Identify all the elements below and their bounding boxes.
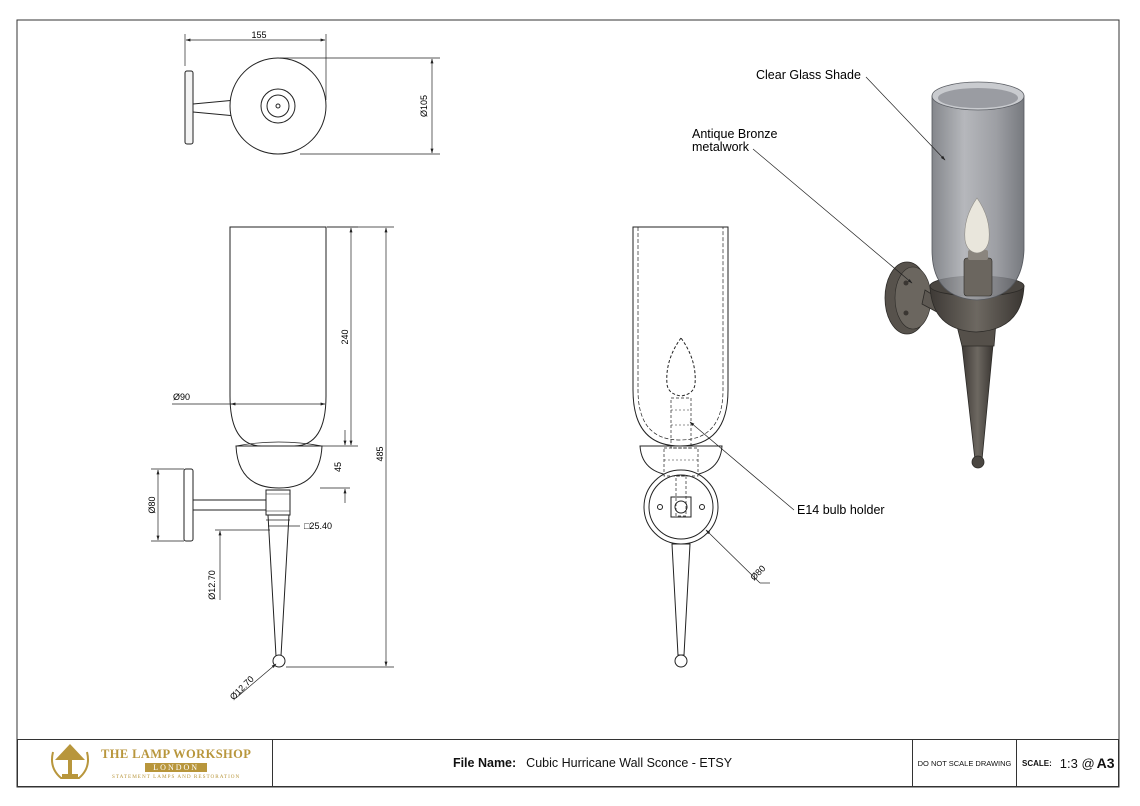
callout-bulb-holder: E14 bulb holder (797, 503, 885, 517)
dim-square-block: □25.40 (304, 521, 332, 531)
top-view (184, 34, 440, 155)
brand-tagline: STATEMENT LAMPS AND RESTORATION (112, 773, 241, 780)
dim-shade-diameter: Ø90 (173, 392, 190, 402)
file-name-label: File Name: (452, 756, 517, 770)
dim-cup-height: 45 (333, 462, 343, 472)
scale-value: 1:3 @ (1059, 755, 1095, 771)
lamp-logo-icon (51, 744, 89, 779)
dim-total-height: 485 (375, 446, 385, 461)
dim-backplate-diameter: Ø80 (147, 496, 157, 513)
dim-shade-height: 240 (340, 329, 350, 344)
callout-metal-line2: metalwork (692, 140, 750, 154)
dim-top-width: 155 (251, 30, 266, 40)
sheet-border (16, 19, 1120, 788)
sheet-size: A3 (1096, 755, 1115, 771)
scale-cell: SCALE: 1:3 @ A3 (1017, 739, 1119, 787)
callout-metal-line1: Antique Bronze (692, 127, 778, 141)
front-view (632, 226, 795, 668)
scale-label: SCALE: (1022, 758, 1052, 768)
brand-name: THE LAMP WORKSHOP (101, 746, 252, 761)
dim-finial-diameter: Ø12.70 (228, 674, 256, 702)
side-view (151, 226, 394, 699)
logo-cell: THE LAMP WORKSHOP LONDON STATEMENT LAMPS… (17, 739, 273, 787)
brand-lockup: THE LAMP WORKSHOP LONDON STATEMENT LAMPS… (101, 747, 251, 780)
dim-front-backplate-diameter: Ø80 (748, 563, 767, 582)
file-name-cell: File Name: Cubic Hurricane Wall Sconce -… (273, 739, 913, 787)
callout-glass-shade: Clear Glass Shade (756, 68, 861, 82)
do-not-scale-note: DO NOT SCALE DRAWING (917, 758, 1012, 768)
perspective-view (752, 76, 1025, 469)
dim-stem-diameter: Ø12.70 (207, 570, 217, 600)
scale-note-cell: DO NOT SCALE DRAWING (913, 739, 1017, 787)
dim-top-diameter: Ø105 (419, 95, 429, 117)
file-name-value: Cubic Hurricane Wall Sconce - ETSY (526, 756, 733, 770)
brand-city: LONDON (145, 762, 208, 772)
